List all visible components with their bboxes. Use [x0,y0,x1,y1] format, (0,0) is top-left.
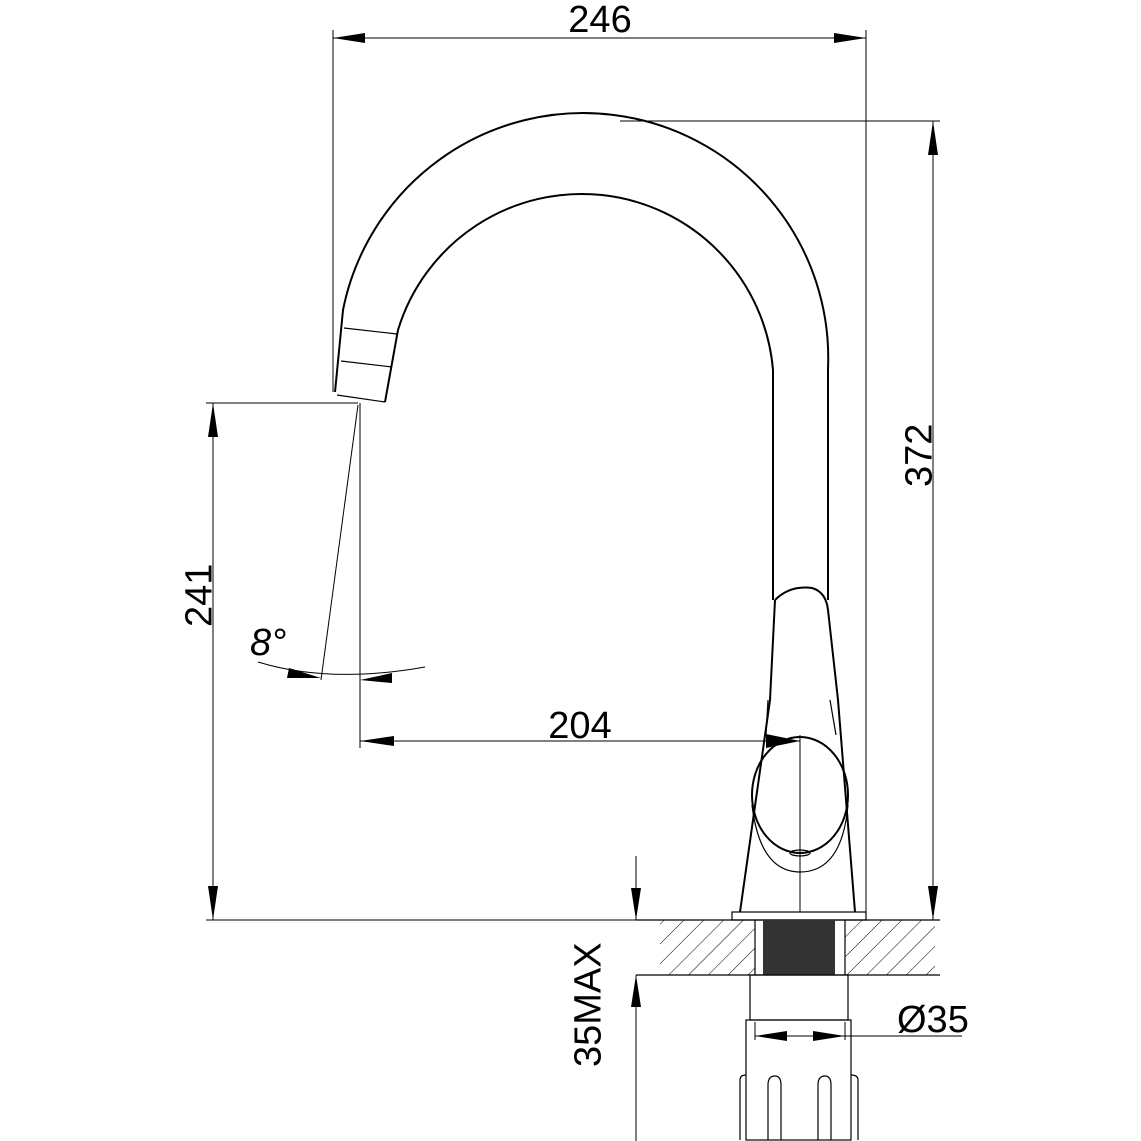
dimension-spout-angle: 8° [250,404,426,683]
threaded-shank [763,920,835,975]
dimension-overall-height: 372 [620,120,940,920]
dimension-mount-diameter: Ø35 [754,999,969,1041]
countertop-section [636,919,940,976]
faucet-body [731,586,867,921]
dimension-spout-height: 241 [178,402,636,921]
dimension-label: 372 [898,424,940,487]
dimension-max-counter-thickness: 35MAX [568,856,641,1141]
mounting-nut [739,974,859,1141]
spout [334,112,830,600]
dimension-spout-reach: 204 [359,403,800,748]
dimension-label: 241 [178,564,220,627]
dimension-label: 204 [548,705,611,747]
dimension-overall-reach: 246 [332,0,867,912]
dimension-label: 246 [568,0,631,41]
dimension-label: 35MAX [568,942,610,1067]
angle-label: 8° [250,622,286,664]
dimension-label: Ø35 [897,999,969,1041]
